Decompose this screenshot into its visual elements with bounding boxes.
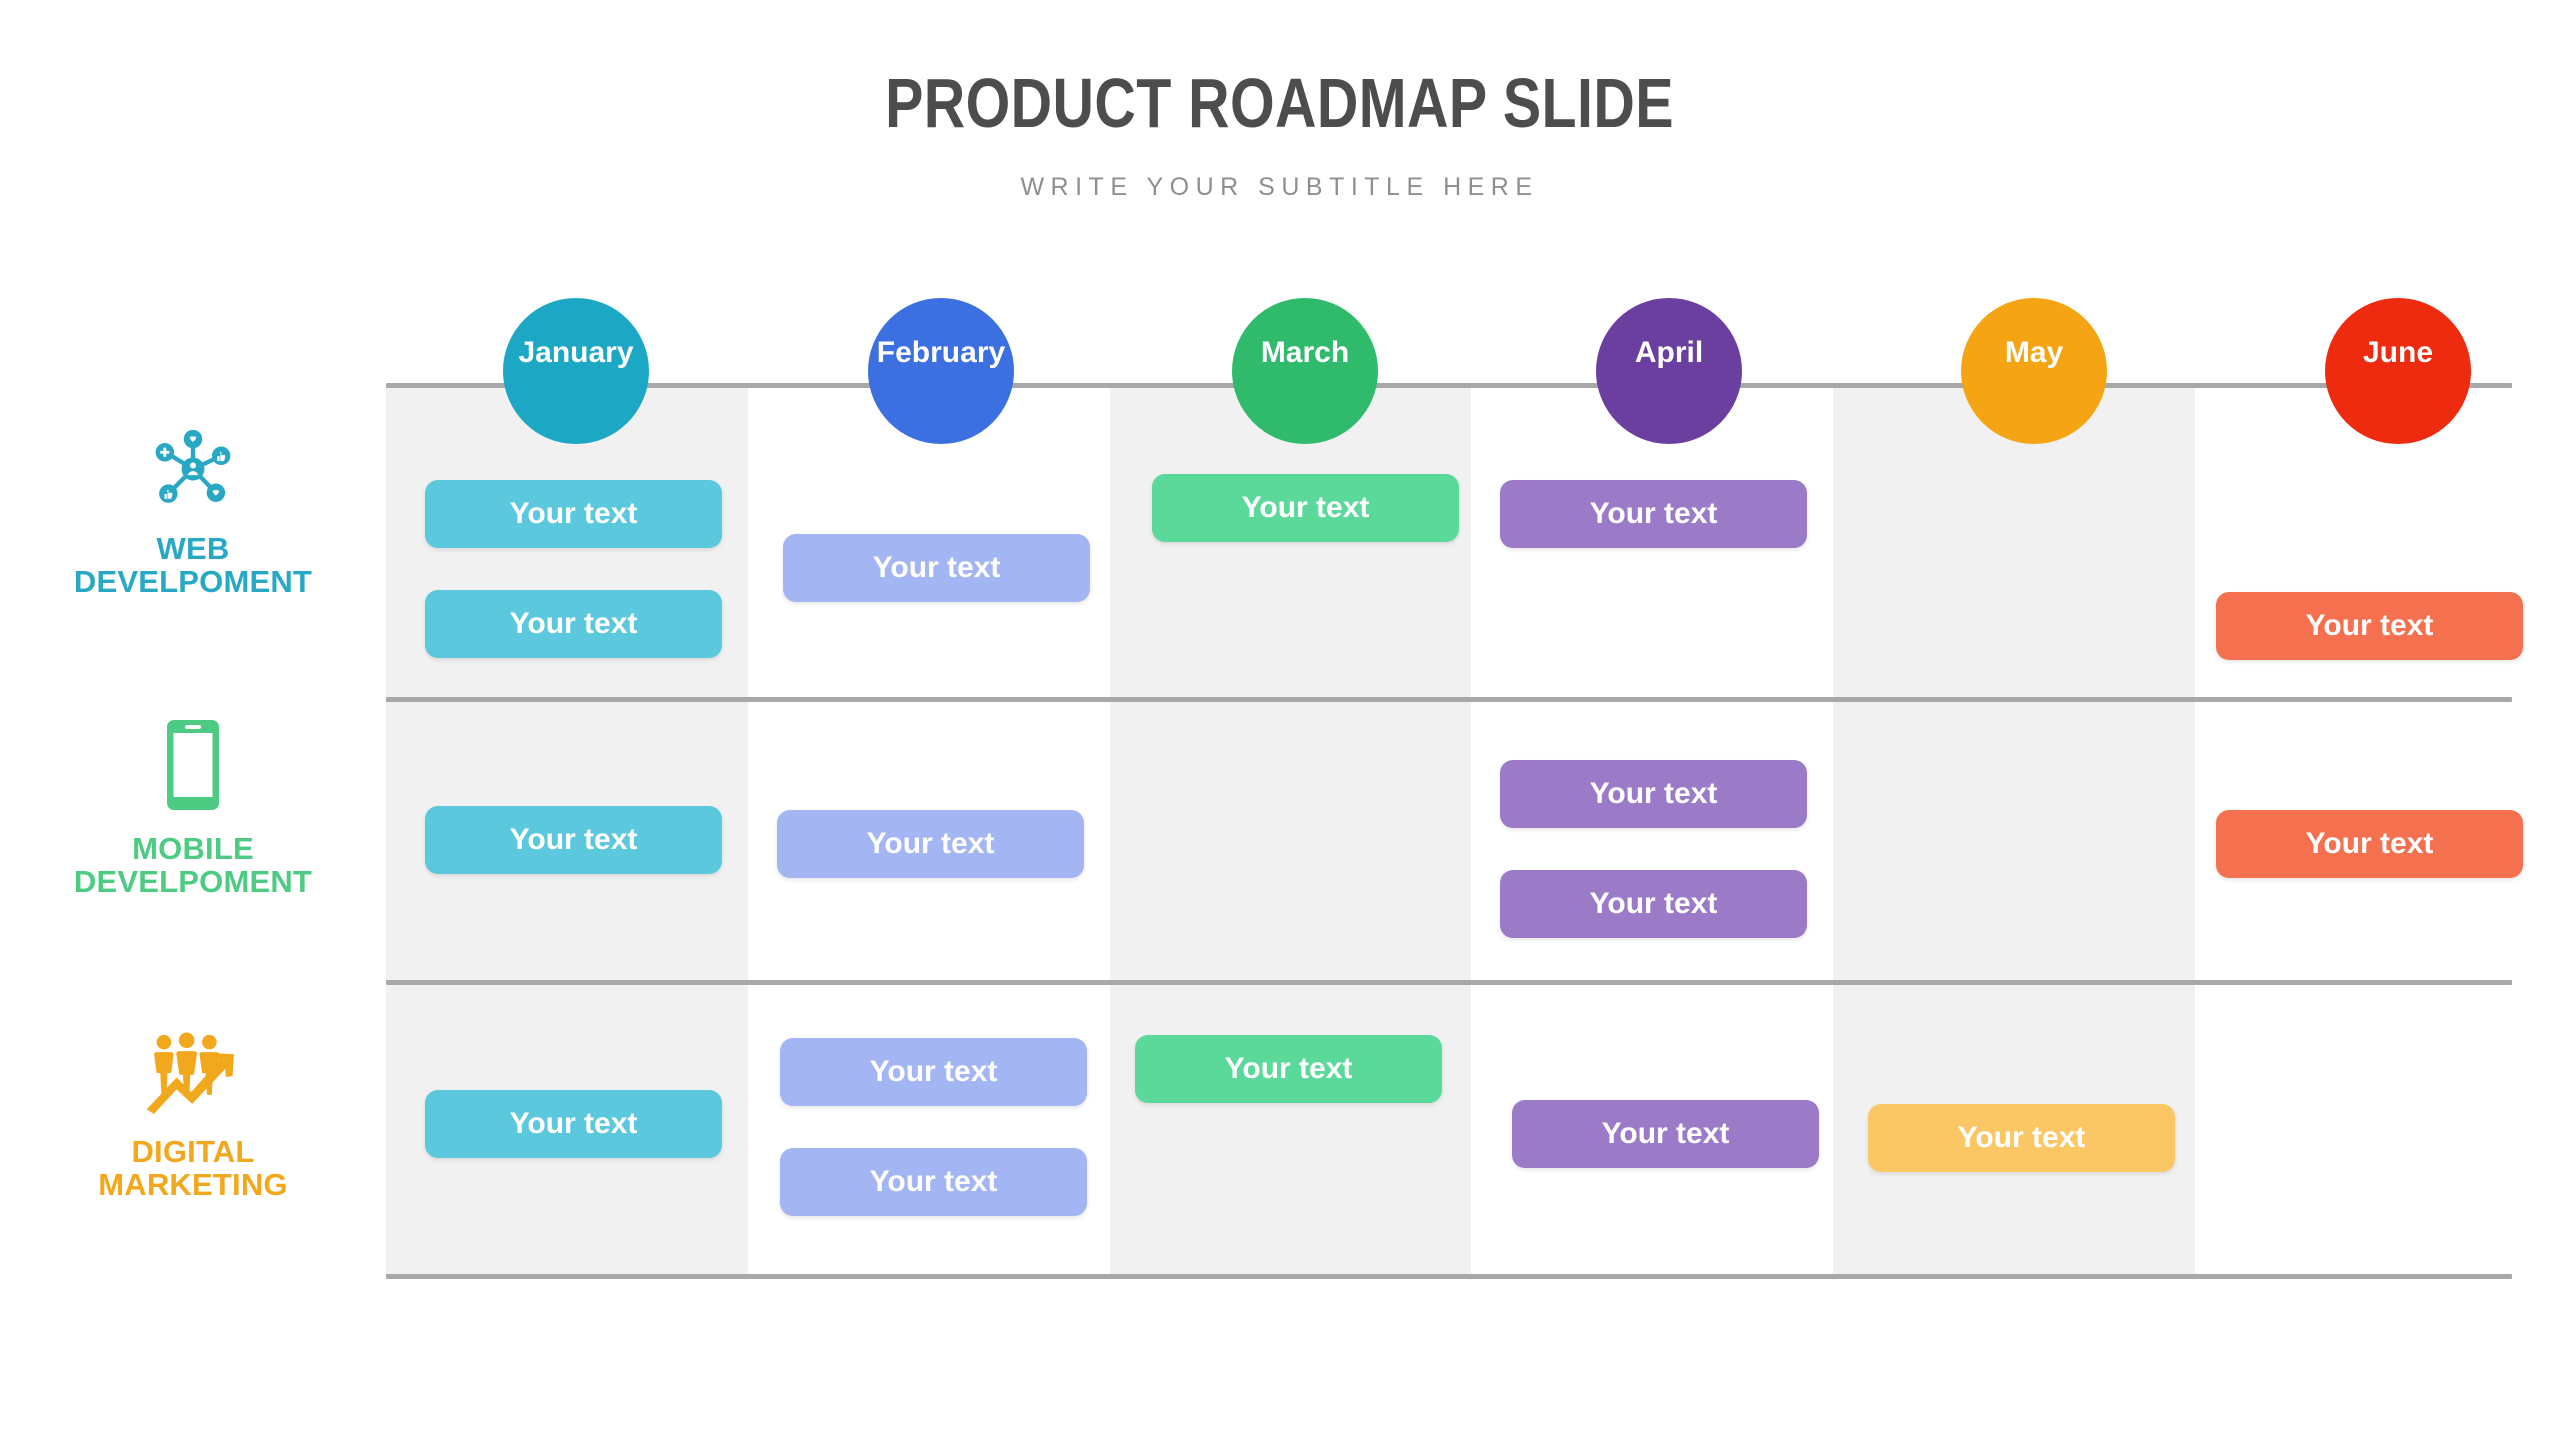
task-card[interactable]: Your text [783, 534, 1090, 602]
task-card[interactable]: Your text [2216, 810, 2523, 878]
month-label: June [2362, 336, 2434, 369]
smartphone-icon [158, 717, 228, 818]
month-label: May [2004, 336, 2064, 369]
task-card[interactable]: Your text [425, 480, 722, 548]
task-card[interactable]: Your text [425, 1090, 722, 1158]
category-label-line1: WEB [156, 531, 230, 566]
task-card[interactable]: Your text [777, 810, 1084, 878]
network-hub-icon [149, 425, 237, 518]
category-label-line1: MOBILE [132, 831, 254, 866]
row-divider-1 [386, 697, 2512, 702]
month-label: April [1634, 336, 1704, 369]
task-card[interactable]: Your text [1500, 870, 1807, 938]
task-card[interactable]: Your text [425, 590, 722, 658]
month-label: February [876, 336, 1006, 369]
task-card[interactable]: Your text [1500, 760, 1807, 828]
task-card[interactable]: Your text [1500, 480, 1807, 548]
task-card[interactable]: Your text [780, 1038, 1087, 1106]
grid-bottom-line [386, 1274, 2512, 1279]
page-title: PRODUCT ROADMAP SLIDE [885, 64, 1674, 142]
month-label: March [1260, 336, 1350, 369]
month-marker-june[interactable]: June [2325, 298, 2471, 444]
task-card[interactable]: Your text [2216, 592, 2523, 660]
task-card[interactable]: Your text [1135, 1035, 1442, 1103]
task-card[interactable]: Your text [780, 1148, 1087, 1216]
month-marker-april[interactable]: April [1596, 298, 1742, 444]
category-label-line2: MARKETING [98, 1167, 288, 1203]
month-marker-january[interactable]: January [503, 298, 649, 444]
category-label-line2: DEVELPOMENT [73, 564, 313, 600]
category-label-line1: DIGITAL [131, 1134, 255, 1169]
row-divider-2 [386, 980, 2512, 985]
people-growth-chart-icon [143, 1030, 243, 1121]
month-marker-march[interactable]: March [1232, 298, 1378, 444]
month-marker-february[interactable]: February [868, 298, 1014, 444]
category-label-line2: DEVELPOMENT [73, 864, 313, 900]
month-label: January [518, 336, 634, 369]
task-card[interactable]: Your text [425, 806, 722, 874]
page-subtitle: WRITE YOUR SUBTITLE HERE [1020, 173, 1539, 201]
task-card[interactable]: Your text [1868, 1104, 2175, 1172]
task-card[interactable]: Your text [1152, 474, 1459, 542]
task-card[interactable]: Your text [1512, 1100, 1819, 1168]
timeline-axis [386, 383, 2512, 388]
month-marker-may[interactable]: May [1961, 298, 2107, 444]
